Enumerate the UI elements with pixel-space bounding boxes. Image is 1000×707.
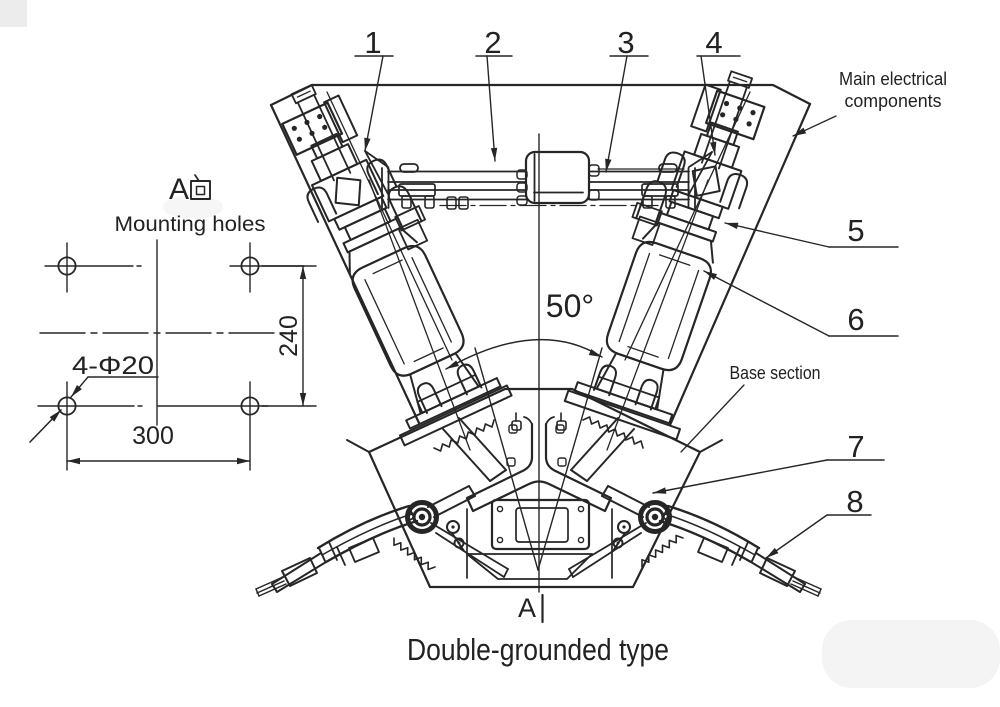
svg-text:Main electrical: Main electrical xyxy=(839,69,947,89)
svg-text:300: 300 xyxy=(132,422,174,450)
svg-text:3: 3 xyxy=(617,25,634,60)
svg-text:4-Φ20: 4-Φ20 xyxy=(72,352,154,380)
svg-text:Base section: Base section xyxy=(730,363,821,383)
svg-text:Double-grounded type: Double-grounded type xyxy=(407,632,669,667)
svg-text:1: 1 xyxy=(364,25,381,60)
svg-text:50°: 50° xyxy=(546,288,594,324)
svg-text:components: components xyxy=(845,91,942,111)
svg-text:6: 6 xyxy=(847,302,864,337)
svg-text:240: 240 xyxy=(275,315,303,357)
svg-text:Mounting holes: Mounting holes xyxy=(115,212,266,236)
svg-text:4: 4 xyxy=(705,25,722,60)
svg-text:7: 7 xyxy=(847,429,864,464)
svg-text:A: A xyxy=(169,173,189,206)
svg-text:8: 8 xyxy=(846,484,863,519)
svg-text:5: 5 xyxy=(847,213,864,248)
svg-text:A: A xyxy=(518,593,536,623)
svg-text:2: 2 xyxy=(484,25,501,60)
